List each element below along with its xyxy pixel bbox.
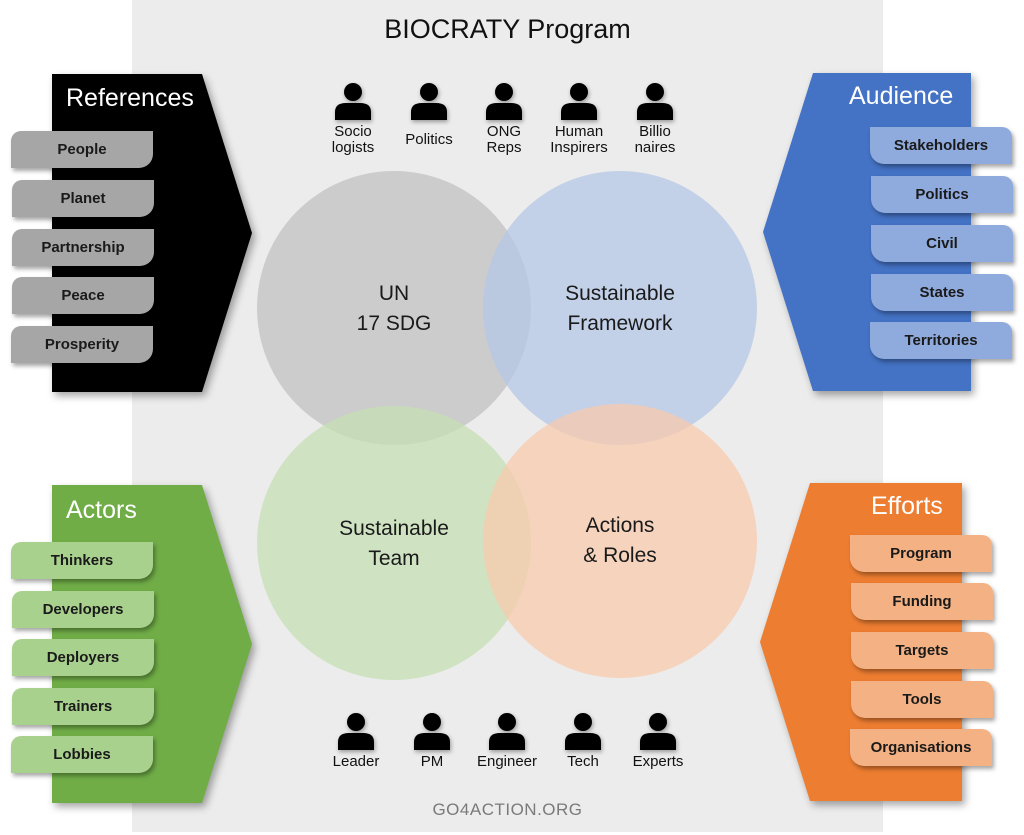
top-person-ong-reps: ONG Reps <box>464 82 544 156</box>
diagram-title: BIOCRATY Program <box>384 14 631 44</box>
references-item-people: People <box>11 131 153 168</box>
efforts-item-tools: Tools <box>851 681 993 718</box>
person-icon <box>561 83 597 120</box>
actors-title: Actors <box>66 496 137 524</box>
top-person-human-inspirers: Human Inspirers <box>539 82 619 156</box>
references-title: References <box>66 84 194 112</box>
references-item-prosperity: Prosperity <box>11 326 153 363</box>
venn-label-line: Framework <box>567 312 673 335</box>
actors-item-developers: Developers <box>12 591 154 628</box>
person-label: Tech <box>567 753 599 770</box>
top-person-billionaires: Billio naires <box>615 82 695 156</box>
person-label: Reps <box>486 139 522 156</box>
person-label: logists <box>331 139 375 156</box>
audience-item-territories: Territories <box>870 322 1012 359</box>
venn-label-line: Sustainable <box>339 517 449 540</box>
person-label: Human <box>554 123 604 140</box>
bottom-person-tech: Tech <box>543 712 623 770</box>
audience-item-civil: Civil <box>871 225 1013 262</box>
venn-label-sustainable-team: Sustainable Team <box>284 514 504 574</box>
venn-label-line: Sustainable <box>565 282 675 305</box>
person-icon <box>411 83 447 120</box>
audience-item-stakeholders: Stakeholders <box>870 127 1012 164</box>
references-item-partnership: Partnership <box>12 229 154 266</box>
person-label: Socio <box>334 123 372 140</box>
person-icon <box>414 713 450 750</box>
person-icon <box>486 83 522 120</box>
venn-label-line: & Roles <box>583 544 657 567</box>
bottom-person-pm: PM <box>392 712 472 770</box>
bottom-person-engineer: Engineer <box>467 712 547 770</box>
actors-item-lobbies: Lobbies <box>11 736 153 773</box>
footer-website[interactable]: GO4ACTION.ORG <box>432 800 583 819</box>
efforts-item-funding: Funding <box>851 583 993 620</box>
top-person-politics: Politics <box>389 82 469 148</box>
person-icon <box>565 713 601 750</box>
efforts-item-program: Program <box>850 535 992 572</box>
actors-item-thinkers: Thinkers <box>11 542 153 579</box>
venn-label-sustainable-framework: Sustainable Framework <box>510 279 730 339</box>
person-label: naires <box>634 139 676 156</box>
person-icon <box>338 713 374 750</box>
references-item-peace: Peace <box>12 277 154 314</box>
efforts-item-organisations: Organisations <box>850 729 992 766</box>
person-label: ONG <box>486 123 522 140</box>
person-icon <box>489 713 525 750</box>
person-label: Politics <box>405 131 453 148</box>
person-icon <box>640 713 676 750</box>
actors-item-trainers: Trainers <box>12 688 154 725</box>
efforts-item-targets: Targets <box>851 632 993 669</box>
references-item-planet: Planet <box>12 180 154 217</box>
actors-item-deployers: Deployers <box>12 639 154 676</box>
bottom-person-leader: Leader <box>316 712 396 770</box>
person-label: Engineer <box>476 753 538 770</box>
person-icon <box>335 83 371 120</box>
person-label: Experts <box>632 753 684 770</box>
venn-label-un-sdg: UN 17 SDG <box>284 279 504 339</box>
audience-item-politics: Politics <box>871 176 1013 213</box>
audience-title: Audience <box>849 82 954 110</box>
person-label: PM <box>420 753 444 770</box>
audience-item-states: States <box>871 274 1013 311</box>
venn-label-line: UN <box>378 282 410 305</box>
venn-label-line: Actions <box>585 514 655 537</box>
efforts-title: Efforts <box>871 492 943 520</box>
person-label: Leader <box>332 753 380 770</box>
person-label: Inspirers <box>550 139 608 156</box>
person-label: Billio <box>639 123 671 140</box>
venn-label-line: 17 SDG <box>356 312 432 335</box>
top-person-sociologists: Socio logists <box>313 82 393 156</box>
venn-label-line: Team <box>368 547 420 570</box>
bottom-person-experts: Experts <box>618 712 698 770</box>
person-icon <box>637 83 673 120</box>
venn-label-actions-roles: Actions & Roles <box>510 511 730 571</box>
